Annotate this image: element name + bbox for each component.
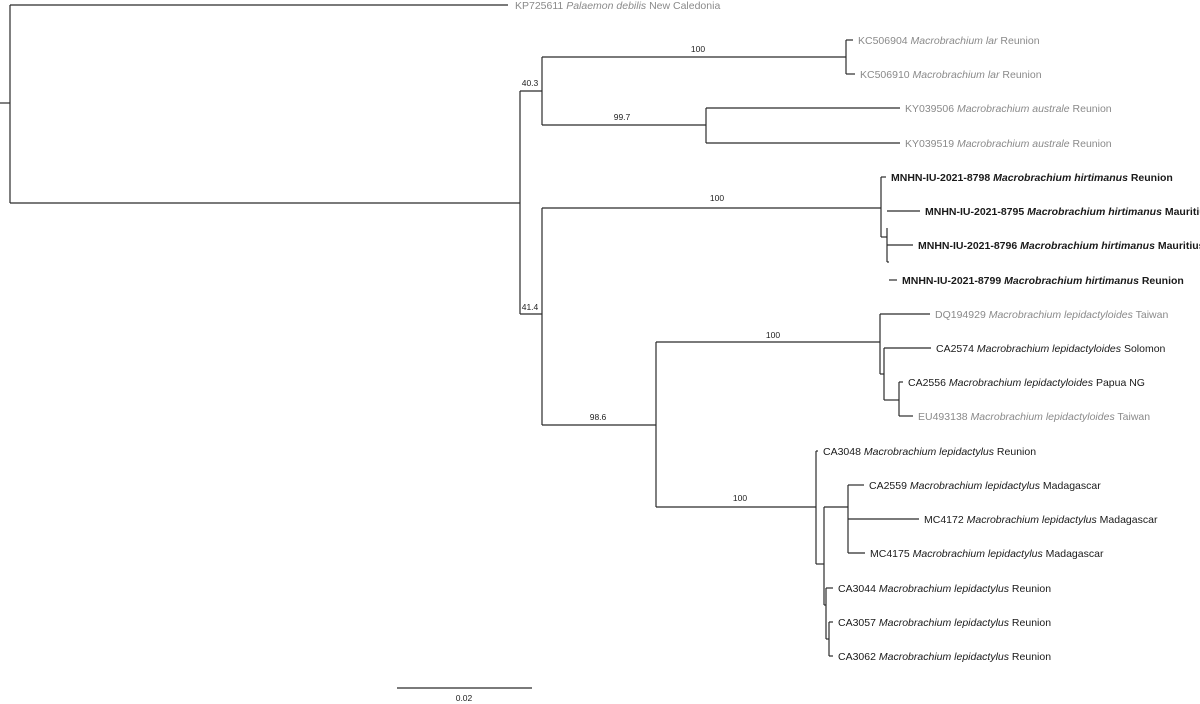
tip-label: MC4172 Macrobrachium lepidactylus Madaga… xyxy=(924,514,1158,526)
tip-species: Macrobrachium lepidactylus xyxy=(879,617,1010,629)
tip-accession: CA3057 xyxy=(838,617,879,629)
tip-label: CA2574 Macrobrachium lepidactyloides Sol… xyxy=(936,343,1166,355)
tip-accession: CA2574 xyxy=(936,343,977,355)
support-value: 100 xyxy=(733,493,747,503)
tip-labels: KP725611 Palaemon debilis New CaledoniaK… xyxy=(515,0,1200,663)
tip-label: MNHN-IU-2021-8798 Macrobrachium hirtiman… xyxy=(891,172,1173,184)
tip-species: Macrobrachium lepidactylus xyxy=(913,548,1044,560)
tip-locality: Taiwan xyxy=(1133,309,1169,321)
support-value: 41.4 xyxy=(522,302,539,312)
support-value: 100 xyxy=(766,330,780,340)
tip-locality: Reunion xyxy=(994,446,1036,458)
tip-accession: MC4175 xyxy=(870,548,913,560)
tip-locality: Taiwan xyxy=(1115,411,1151,423)
tip-locality: Mauritius xyxy=(1162,206,1200,218)
support-value: 40.3 xyxy=(522,78,539,88)
tip-locality: Madagascar xyxy=(1097,514,1158,526)
support-values: 100 40.3 99.7 100 41.4 100 98.6 100 xyxy=(522,44,781,503)
support-value: 98.6 xyxy=(590,412,607,422)
tip-label: CA2556 Macrobrachium lepidactyloides Pap… xyxy=(908,377,1145,389)
tip-accession: KC506910 xyxy=(860,69,913,81)
tree-branches xyxy=(0,4,931,657)
tip-label: MNHN-IU-2021-8799 Macrobrachium hirtiman… xyxy=(902,275,1184,287)
tip-species: Macrobrachium lepidactylus xyxy=(879,651,1010,663)
tip-species: Macrobrachium australe xyxy=(957,103,1070,115)
tip-species: Macrobrachium lepidactyloides xyxy=(971,411,1116,423)
tip-accession: EU493138 xyxy=(918,411,971,423)
tip-label: KY039519 Macrobrachium australe Reunion xyxy=(905,138,1112,150)
tip-accession: KY039506 xyxy=(905,103,957,115)
tip-accession: MNHN-IU-2021-8796 xyxy=(918,240,1020,252)
tip-accession: MNHN-IU-2021-8795 xyxy=(925,206,1027,218)
tip-label: MNHN-IU-2021-8795 Macrobrachium hirtiman… xyxy=(925,206,1200,218)
tip-locality: Reunion xyxy=(1070,138,1112,150)
tip-species: Macrobrachium hirtimanus xyxy=(993,172,1128,184)
tip-species: Macrobrachium lepidactylus xyxy=(967,514,1098,526)
tip-accession: CA3044 xyxy=(838,583,879,595)
tip-species: Macrobrachium lar xyxy=(913,69,1000,81)
tip-locality: New Caledonia xyxy=(646,0,720,12)
tip-accession: MNHN-IU-2021-8799 xyxy=(902,275,1004,287)
tip-species: Macrobrachium lepidactyloides xyxy=(949,377,1094,389)
tip-accession: CA2559 xyxy=(869,480,910,492)
tip-accession: MNHN-IU-2021-8798 xyxy=(891,172,993,184)
tip-locality: Papua NG xyxy=(1093,377,1145,389)
tip-species: Macrobrachium hirtimanus xyxy=(1020,240,1155,252)
tip-locality: Reunion xyxy=(1000,69,1042,81)
tip-species: Macrobrachium lepidactyloides xyxy=(989,309,1134,321)
support-value: 99.7 xyxy=(614,112,631,122)
tip-locality: Solomon xyxy=(1121,343,1166,355)
tip-species: Macrobrachium lepidactyloides xyxy=(977,343,1122,355)
support-value: 100 xyxy=(691,44,705,54)
tip-label: DQ194929 Macrobrachium lepidactyloides T… xyxy=(935,309,1168,321)
tip-species: Macrobrachium lar xyxy=(911,35,998,47)
tip-accession: CA2556 xyxy=(908,377,949,389)
tip-locality: Reunion xyxy=(1009,583,1051,595)
tip-locality: Reunion xyxy=(1009,651,1051,663)
tip-accession: DQ194929 xyxy=(935,309,989,321)
tip-species: Macrobrachium lepidactylus xyxy=(910,480,1041,492)
scale-bar: 0.02 xyxy=(397,687,532,703)
tip-label: KY039506 Macrobrachium australe Reunion xyxy=(905,103,1112,115)
tip-species: Macrobrachium australe xyxy=(957,138,1070,150)
scale-bar-label: 0.02 xyxy=(456,693,473,703)
tip-label: CA3048 Macrobrachium lepidactylus Reunio… xyxy=(823,446,1036,458)
support-value: 100 xyxy=(710,193,724,203)
tip-label: KC506910 Macrobrachium lar Reunion xyxy=(860,69,1042,81)
tip-label: KP725611 Palaemon debilis New Caledonia xyxy=(515,0,720,12)
tip-label: CA3062 Macrobrachium lepidactylus Reunio… xyxy=(838,651,1051,663)
tip-accession: MC4172 xyxy=(924,514,967,526)
tip-species: Macrobrachium lepidactylus xyxy=(864,446,995,458)
tip-label: EU493138 Macrobrachium lepidactyloides T… xyxy=(918,411,1150,423)
tip-label: CA3044 Macrobrachium lepidactylus Reunio… xyxy=(838,583,1051,595)
tip-species: Macrobrachium lepidactylus xyxy=(879,583,1010,595)
tip-species: Palaemon debilis xyxy=(566,0,647,12)
tip-label: CA3057 Macrobrachium lepidactylus Reunio… xyxy=(838,617,1051,629)
tip-species: Macrobrachium hirtimanus xyxy=(1027,206,1162,218)
tip-locality: Mauritius xyxy=(1155,240,1200,252)
tip-accession: CA3048 xyxy=(823,446,864,458)
tip-locality: Reunion xyxy=(1070,103,1112,115)
tip-locality: Reunion xyxy=(1128,172,1173,184)
tip-accession: KY039519 xyxy=(905,138,957,150)
tip-locality: Reunion xyxy=(998,35,1040,47)
tip-label: KC506904 Macrobrachium lar Reunion xyxy=(858,35,1040,47)
tip-label: MC4175 Macrobrachium lepidactylus Madaga… xyxy=(870,548,1104,560)
tip-locality: Reunion xyxy=(1009,617,1051,629)
tip-locality: Madagascar xyxy=(1040,480,1101,492)
tip-label: CA2559 Macrobrachium lepidactylus Madaga… xyxy=(869,480,1101,492)
tip-label: MNHN-IU-2021-8796 Macrobrachium hirtiman… xyxy=(918,240,1200,252)
tip-locality: Madagascar xyxy=(1043,548,1104,560)
tip-species: Macrobrachium hirtimanus xyxy=(1004,275,1139,287)
tip-locality: Reunion xyxy=(1139,275,1184,287)
tip-accession: CA3062 xyxy=(838,651,879,663)
tip-accession: KC506904 xyxy=(858,35,911,47)
tip-accession: KP725611 xyxy=(515,0,566,12)
